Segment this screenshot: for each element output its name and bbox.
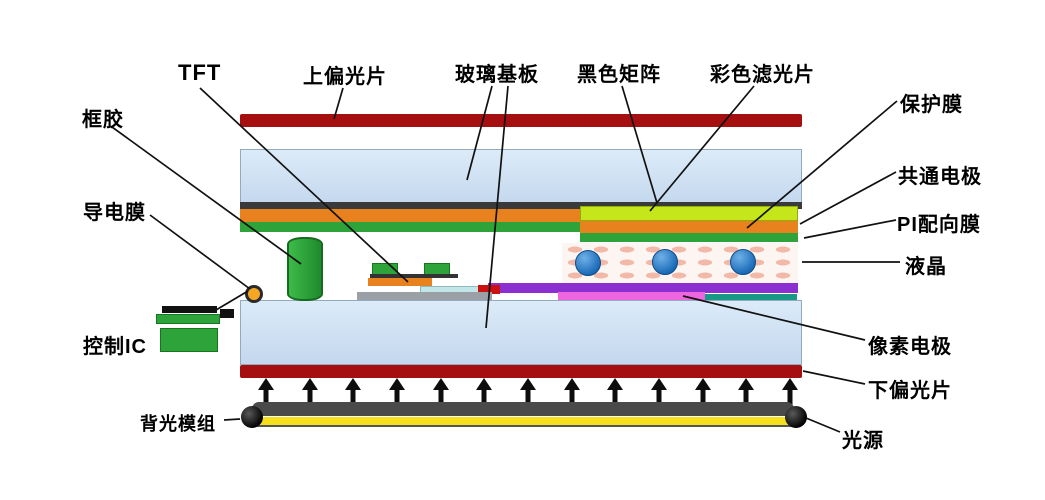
light-source-roller-left bbox=[241, 406, 263, 428]
up-arrow-icon bbox=[564, 378, 580, 405]
label-control-ic: 控制IC bbox=[83, 336, 147, 358]
control-ic-chip bbox=[160, 328, 218, 352]
label-pi-alignment-film: PI配向膜 bbox=[897, 214, 981, 236]
label-liquid-crystal: 液晶 bbox=[905, 256, 947, 278]
label-light-source: 光源 bbox=[842, 430, 884, 452]
color-filter-layer bbox=[580, 206, 798, 221]
up-arrow-icon bbox=[302, 378, 318, 405]
tft-gray-base bbox=[357, 292, 492, 300]
backlight-arrows bbox=[258, 378, 798, 405]
label-protective-film: 保护膜 bbox=[900, 94, 963, 116]
top-glass-substrate-layer bbox=[240, 149, 802, 207]
up-arrow-icon bbox=[651, 378, 667, 405]
tft-structure bbox=[350, 258, 505, 303]
pixel-electrode-layer bbox=[558, 292, 705, 302]
tft-orange-strip bbox=[368, 278, 432, 286]
label-tft: TFT bbox=[178, 60, 222, 85]
line-pi-alignment-film bbox=[803, 219, 897, 239]
lower-alignment-film-layer bbox=[488, 283, 798, 293]
bottom-glass-substrate-layer bbox=[240, 300, 802, 365]
up-arrow-icon bbox=[782, 378, 798, 405]
pi-alignment-film-layer-left bbox=[240, 222, 580, 232]
up-arrow-icon bbox=[345, 378, 361, 405]
label-pixel-electrode: 像素电极 bbox=[868, 336, 952, 358]
line-conductive-film bbox=[149, 214, 251, 290]
backlight-yellow-bar bbox=[247, 417, 799, 427]
liquid-crystal-layer bbox=[562, 243, 798, 283]
control-ic-flex-bar bbox=[156, 314, 220, 324]
line-bottom-polarizer bbox=[802, 370, 866, 385]
line-backlight-module bbox=[223, 418, 241, 421]
line-light-source bbox=[805, 417, 841, 433]
common-electrode-layer-right bbox=[580, 221, 798, 233]
control-ic-contact bbox=[220, 309, 234, 318]
up-arrow-icon bbox=[433, 378, 449, 405]
tft-dark-strip bbox=[370, 274, 458, 278]
up-arrow-icon bbox=[695, 378, 711, 405]
label-glass-substrate: 玻璃基板 bbox=[455, 64, 539, 86]
frame-sealant-cylinder bbox=[287, 237, 323, 301]
light-source-roller-right bbox=[785, 406, 807, 428]
label-top-polarizer: 上偏光片 bbox=[303, 66, 387, 88]
control-ic-assembly bbox=[150, 303, 240, 353]
bottom-polarizer-layer bbox=[240, 365, 802, 378]
up-arrow-icon bbox=[738, 378, 754, 405]
control-ic-top-bar bbox=[162, 306, 217, 313]
line-common-electrode bbox=[799, 171, 897, 225]
conductive-film-dot bbox=[245, 285, 263, 303]
liquid-crystal-ball bbox=[730, 249, 756, 275]
liquid-crystal-ball bbox=[652, 249, 678, 275]
liquid-crystal-ball bbox=[575, 250, 601, 276]
label-bottom-polarizer: 下偏光片 bbox=[868, 380, 952, 402]
top-polarizer-layer bbox=[240, 114, 802, 127]
label-black-matrix: 黑色矩阵 bbox=[577, 64, 661, 86]
up-arrow-icon bbox=[607, 378, 623, 405]
up-arrow-icon bbox=[476, 378, 492, 405]
black-matrix-layer bbox=[240, 202, 802, 209]
label-color-filter: 彩色滤光片 bbox=[710, 64, 815, 86]
pi-alignment-film-layer-right bbox=[580, 233, 798, 242]
up-arrow-icon bbox=[389, 378, 405, 405]
label-backlight-module: 背光模组 bbox=[140, 414, 216, 434]
common-electrode-layer-left bbox=[240, 209, 580, 222]
up-arrow-icon bbox=[520, 378, 536, 405]
up-arrow-icon bbox=[258, 378, 274, 405]
label-conductive-film: 导电膜 bbox=[83, 202, 146, 224]
label-frame-sealant: 框胶 bbox=[82, 109, 124, 131]
light-guide-plate bbox=[252, 402, 794, 416]
label-common-electrode: 共通电极 bbox=[898, 166, 982, 188]
